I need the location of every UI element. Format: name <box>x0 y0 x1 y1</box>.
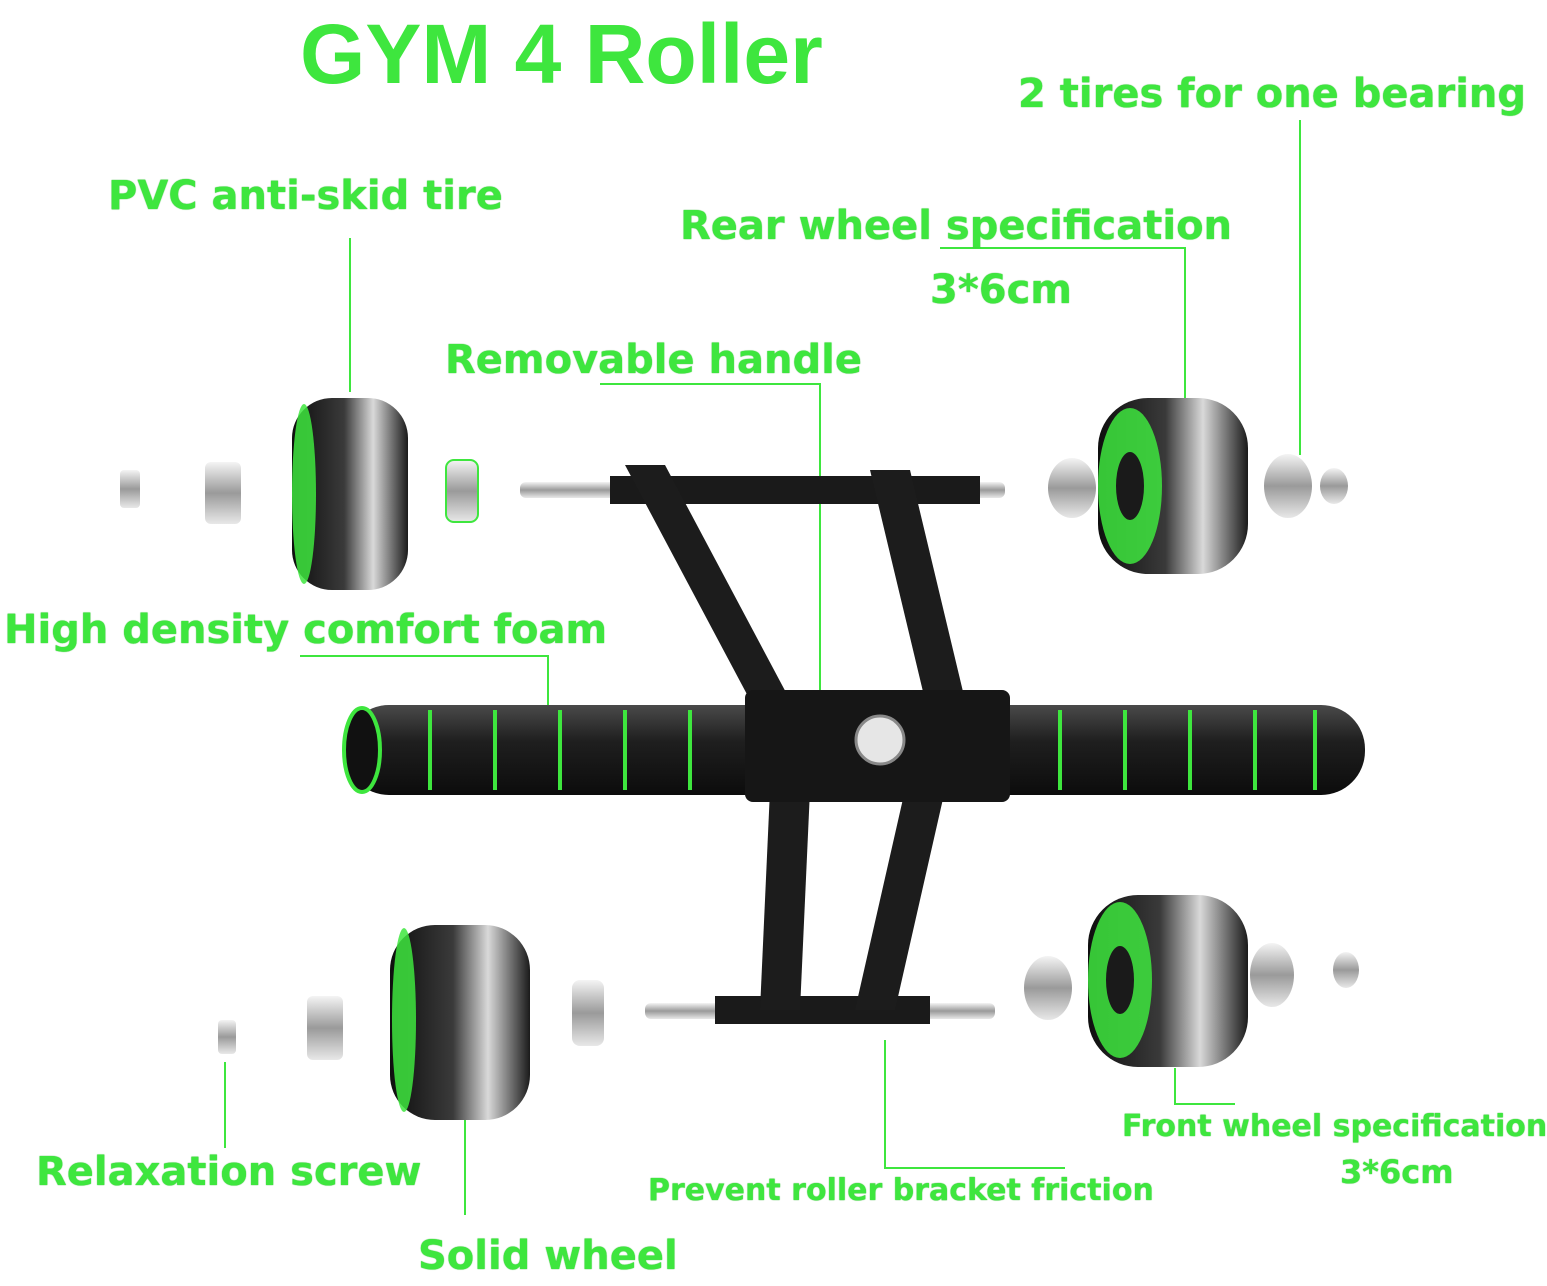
lower-axle <box>645 996 995 1024</box>
label-removable-handle: Removable handle <box>445 337 862 383</box>
roller-illustration <box>120 120 1365 1215</box>
bottom-right-wheel-group <box>1024 895 1359 1067</box>
label-rear-wheel-size: 3*6cm <box>930 267 1072 313</box>
leader-lines <box>224 120 1301 1215</box>
upper-axle <box>520 476 1005 504</box>
label-tires-per-bearing: 2 tires for one bearing <box>1018 71 1527 117</box>
product-diagram: GYM 4 Roller <box>4 7 1547 1279</box>
diagram-title: GYM 4 Roller <box>300 7 823 101</box>
label-solid-wheel: Solid wheel <box>418 1233 678 1279</box>
label-relaxation-screw: Relaxation screw <box>36 1149 422 1195</box>
label-front-wheel: Front wheel specification <box>1122 1109 1547 1144</box>
top-left-wheel-group <box>120 398 479 590</box>
label-rear-wheel: Rear wheel specification <box>680 203 1233 249</box>
top-right-wheel-group <box>1048 398 1348 574</box>
foam-handle <box>342 690 1365 802</box>
label-prevent-friction: Prevent roller bracket friction <box>648 1173 1154 1208</box>
label-foam: High density comfort foam <box>4 607 608 653</box>
label-front-wheel-size: 3*6cm <box>1340 1153 1454 1191</box>
frame-arms <box>625 465 965 1010</box>
bottom-left-wheel-group <box>218 925 604 1120</box>
label-pvc-tire: PVC anti-skid tire <box>108 173 503 219</box>
